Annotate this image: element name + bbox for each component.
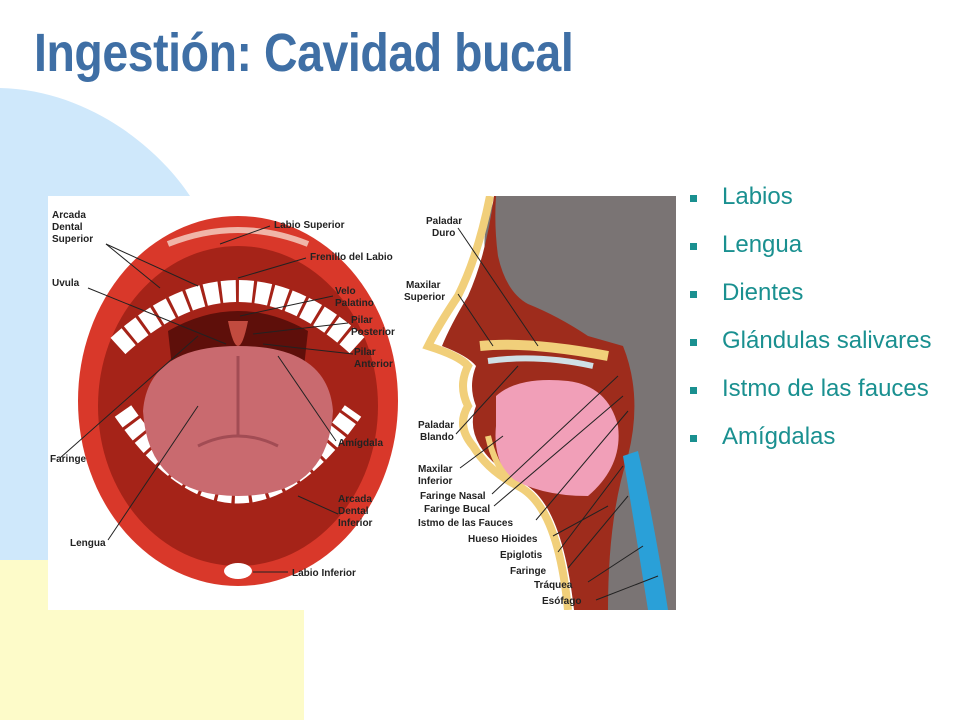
bullet-item: Lengua	[690, 228, 950, 262]
label-arcada-superior-3: Superior	[52, 234, 93, 245]
label-arcada-superior-2: Dental	[52, 222, 83, 233]
label-pilar-anterior-2: Anterior	[354, 359, 393, 370]
topic-bullet-list: Labios Lengua Dientes Glándulas salivare…	[690, 180, 950, 468]
bullet-text: Lengua	[722, 231, 803, 258]
label-paladar-duro-2: Duro	[432, 228, 455, 239]
square-bullet-icon	[690, 243, 697, 250]
label-paladar-duro-1: Paladar	[426, 216, 462, 227]
oral-cavity-illustration: Arcada Dental Superior Uvula Faringe Len…	[48, 196, 676, 610]
label-epiglotis: Epiglotis	[500, 550, 543, 561]
frontal-mouth-view: Arcada Dental Superior Uvula Faringe Len…	[50, 210, 398, 586]
square-bullet-icon	[690, 195, 697, 202]
label-maxilar-inferior-1: Maxilar	[418, 464, 453, 475]
label-amigdala: Amígdala	[338, 438, 383, 449]
bullet-text: Glándulas salivares	[722, 327, 932, 354]
square-bullet-icon	[690, 435, 697, 442]
label-lengua: Lengua	[70, 538, 106, 549]
label-arcada-inferior-3: Inferior	[338, 518, 373, 529]
label-traquea: Tráquea	[534, 580, 573, 591]
square-bullet-icon	[690, 339, 697, 346]
label-labio-superior: Labio Superior	[274, 220, 345, 231]
label-paladar-blando-2: Blando	[420, 432, 454, 443]
label-faringe-nasal: Faringe Nasal	[420, 491, 486, 502]
bullet-item: Istmo de las fauces	[690, 372, 950, 406]
label-istmo-fauces: Istmo de las Fauces	[418, 518, 513, 529]
slide-title: Ingestión: Cavidad bucal	[34, 23, 574, 83]
label-velo-2: Palatino	[335, 298, 374, 309]
bullet-item: Labios	[690, 180, 950, 214]
label-hueso-hioides: Hueso Hioides	[468, 534, 538, 545]
label-frenillo: Frenillo del Labio	[310, 252, 393, 263]
label-maxilar-superior-2: Superior	[404, 292, 445, 303]
bullet-text: Dientes	[722, 279, 804, 306]
label-pilar-posterior-2: Posterior	[351, 327, 395, 338]
label-pilar-anterior-1: Pilar	[354, 347, 376, 358]
label-paladar-blando-1: Paladar	[418, 420, 454, 431]
label-velo-1: Velo	[335, 286, 356, 297]
bullet-text: Istmo de las fauces	[722, 375, 929, 402]
label-arcada-inferior-1: Arcada	[338, 494, 372, 505]
square-bullet-icon	[690, 291, 697, 298]
label-faringe-bucal: Faringe Bucal	[424, 504, 490, 515]
label-pilar-posterior-1: Pilar	[351, 315, 373, 326]
bullet-text: Amígdalas	[722, 423, 836, 450]
bullet-text: Labios	[722, 183, 793, 210]
label-faringe: Faringe	[50, 454, 87, 465]
bullet-item: Glándulas salivares	[690, 324, 950, 358]
bullet-item: Amígdalas	[690, 420, 950, 454]
label-maxilar-inferior-2: Inferior	[418, 476, 453, 487]
label-maxilar-superior-1: Maxilar	[406, 280, 441, 291]
label-arcada-inferior-2: Dental	[338, 506, 369, 517]
bullet-item: Dientes	[690, 276, 950, 310]
square-bullet-icon	[690, 387, 697, 394]
label-faringe-section: Faringe	[510, 566, 547, 577]
sagittal-section-view: Paladar Duro Maxilar Superior Paladar Bl…	[404, 196, 676, 610]
label-labio-inferior: Labio Inferior	[292, 568, 356, 579]
label-uvula: Uvula	[52, 278, 80, 289]
label-esofago: Esófago	[542, 596, 581, 607]
label-arcada-superior-1: Arcada	[52, 210, 86, 221]
